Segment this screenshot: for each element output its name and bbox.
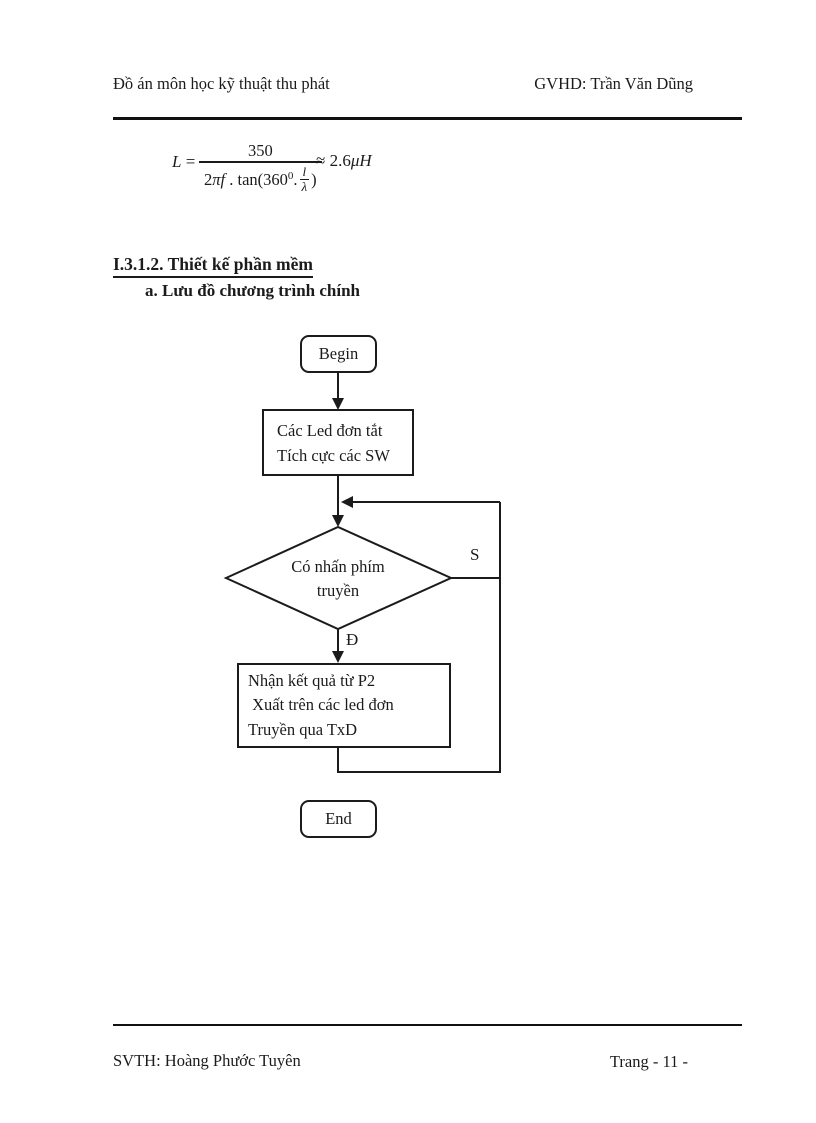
flowchart-begin-node: Begin <box>300 335 377 373</box>
decision-line2: truyền <box>316 581 360 600</box>
arrowhead-loop-return <box>341 496 353 508</box>
inner-fraction-numerator: l <box>302 164 307 179</box>
decision-line1: Có nhấn phím <box>291 557 385 576</box>
action-line1: Nhận kết quả từ P2 <box>248 670 376 690</box>
header-rule <box>113 117 742 120</box>
init-line1: Các Led đơn tắt <box>277 420 383 440</box>
init-line2: Tích cực các SW <box>277 445 390 465</box>
arrowhead-into-action <box>332 651 344 663</box>
formula-numerator: 350 <box>247 141 273 160</box>
footer-rule <box>113 1024 742 1026</box>
branch-no-label: S <box>470 545 480 564</box>
footer-page-number: Trang - 11 - <box>609 1052 688 1071</box>
decision-label: Có nhấn phím truyền <box>226 555 450 603</box>
formula-unit: μH <box>350 151 372 170</box>
flowchart-end-node: End <box>300 800 377 838</box>
connector-loop-bottom <box>337 748 500 773</box>
footer-left-text: SVTH: Hoàng Phước Tuyên <box>113 1051 301 1070</box>
header-right-text: GVHD: Trần Văn Dũng <box>534 74 693 93</box>
formula-approx-value: ≈ 2.6 <box>316 151 351 170</box>
action-line3: Truyền qua TxD <box>248 719 358 739</box>
section-heading: I.3.1.2. Thiết kế phần mềm <box>113 254 313 278</box>
formula-lhs: L = <box>172 152 195 172</box>
arrowhead-into-init <box>332 398 344 410</box>
den-close-paren: ) <box>311 169 317 189</box>
den-pi-f: πf <box>212 169 226 189</box>
begin-label: Begin <box>318 344 359 363</box>
den-degree-superscript: 0 <box>287 169 294 182</box>
subsection-heading: a. Lưu đồ chương trình chính <box>145 281 360 300</box>
arrowhead-into-decision <box>332 515 344 527</box>
formula-result: ≈ 2.6μH <box>316 151 372 171</box>
formula-variable-L: L <box>172 152 182 171</box>
branch-yes-label: Đ <box>346 630 359 649</box>
header-left-text: Đồ án môn học kỹ thuật thu phát <box>113 74 330 93</box>
formula-equals: = <box>185 152 196 171</box>
flowchart-action-process-node: Nhận kết quả từ P2 Xuất trên các led đơn… <box>237 663 451 748</box>
den-coefficient: 2 <box>204 169 213 189</box>
inner-fraction-denominator: λ <box>299 179 310 194</box>
den-tan-term: . tan(360 <box>225 169 288 189</box>
end-label: End <box>325 809 352 828</box>
action-line2: Xuất trên các led đơn <box>248 695 394 715</box>
flowchart-init-process-node: Các Led đơn tắt Tích cực các SW <box>262 409 414 476</box>
den-dot: . <box>293 169 298 189</box>
